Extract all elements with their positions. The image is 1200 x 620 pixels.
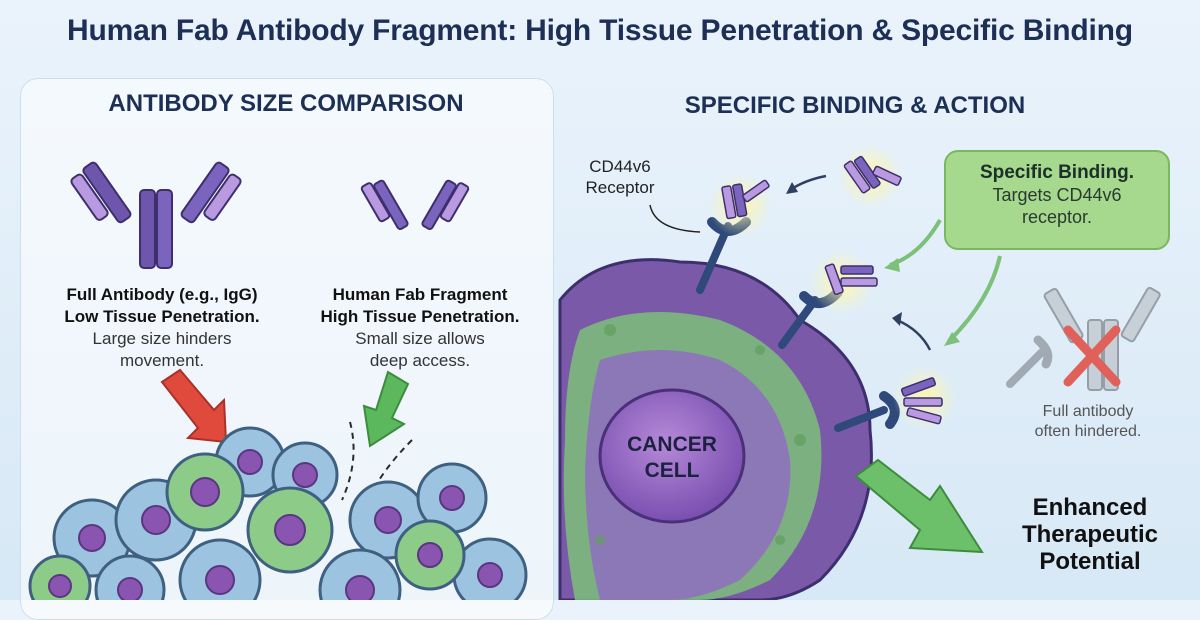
fab-fragment-penetration: High Tissue Penetration. [320,307,520,326]
receptor-label: CD44v6 Receptor [560,156,680,198]
fab-fragment-icon [360,179,470,231]
enhanced-potential-label: Enhanced Therapeutic Potential [990,494,1190,575]
full-antibody-note-2: movement. [119,351,205,370]
callout-body-2: receptor. [1021,207,1093,227]
hindered-note-line-1: Full antibody [1042,403,1134,420]
page-title: Human Fab Antibody Fragment: High Tissue… [67,14,1133,47]
diagram-artwork [28,144,1161,600]
hindered-note: Full antibody often hindered. [1008,402,1168,442]
receptor-1 [696,173,772,294]
receptor-3 [834,366,957,432]
specific-binding-callout: Specific Binding. Targets CD44v6 recepto… [944,150,1170,250]
enhanced-line-1: Enhanced [1032,494,1148,521]
binding-action-heading: SPECIFIC BINDING & ACTION [684,92,1026,119]
receptor-label-line-2: Receptor [585,178,655,197]
fab-fragment-note-1: Small size allows [355,329,485,348]
green-down-arrow-icon [362,370,410,448]
receptor-leader-line [649,204,701,233]
size-comparison-heading: ANTIBODY SIZE COMPARISON [108,90,464,117]
callout-body-1: Targets CD44v6 [992,185,1122,205]
callout-title: Specific Binding. [979,162,1135,183]
enhanced-line-2: Therapeutic [1021,521,1159,548]
hindered-antibody-icon [1006,286,1161,391]
tissue-cluster [28,426,528,600]
full-antibody-icon [70,161,242,269]
receptor-label-line-1: CD44v6 [589,157,651,176]
full-antibody-penetration: Low Tissue Penetration. [64,307,260,326]
free-fab-icon [838,144,902,208]
full-antibody-note-1: Large size hinders [92,329,232,348]
fab-fragment-name: Human Fab Fragment [332,285,508,304]
cancer-cell [558,258,873,600]
fab-fragment-note-2: deep access. [369,351,471,370]
hindered-note-line-2: often hindered. [1034,423,1142,440]
full-antibody-name: Full Antibody (e.g., IgG) [66,285,258,304]
red-x-icon [1063,325,1121,387]
cancer-cell-label: CANCER CELL [617,432,727,484]
fab-fragment-description: Human Fab Fragment High Tissue Penetrati… [298,284,542,372]
nucleus [598,388,746,524]
cancer-label-line-1: CANCER [627,433,717,456]
full-antibody-description: Full Antibody (e.g., IgG) Low Tissue Pen… [42,284,282,372]
cancer-label-line-2: CELL [644,459,700,482]
red-down-arrow-icon [160,368,228,444]
enhanced-line-3: Potential [1039,548,1141,575]
receptor-2 [778,250,878,349]
enhanced-arrow-icon [854,458,984,554]
